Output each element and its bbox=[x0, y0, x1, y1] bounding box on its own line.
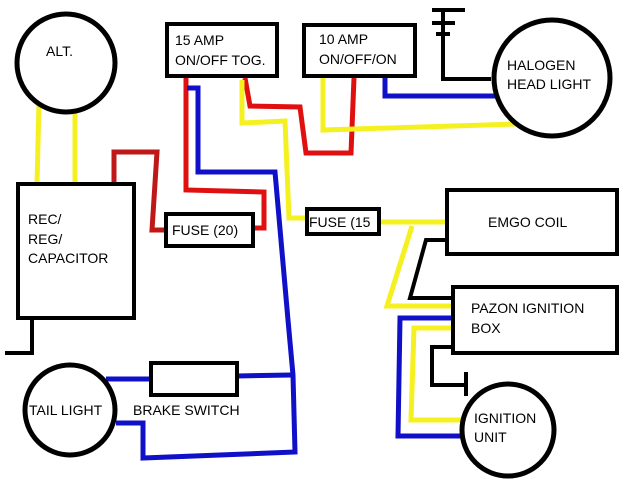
rec-reg-line3: CAPACITOR bbox=[28, 250, 108, 266]
toggle-15-amp: 15 AMP ON/OFF TOG. bbox=[165, 22, 279, 78]
rec-reg-line2: REG/ bbox=[28, 231, 62, 247]
tail-light-label: TAIL LIGHT bbox=[29, 402, 103, 418]
headlight-line2: HEAD LIGHT bbox=[507, 76, 591, 92]
wire-coil-to-pazon bbox=[407, 238, 455, 300]
toggle-15-line1: 15 AMP bbox=[175, 32, 224, 48]
wire-pazon-to-ignition-blue bbox=[395, 315, 464, 439]
wire-pazon-to-ignition-yellow bbox=[408, 325, 464, 423]
fuse-15-label: FUSE (15 bbox=[309, 214, 371, 230]
wire-brake-switch-right bbox=[236, 372, 292, 379]
wire-toggle-to-taillight bbox=[116, 85, 298, 461]
switch-10-amp: 10 AMP ON/OFF/ON bbox=[302, 23, 417, 78]
ignition-unit: IGNITION UNIT bbox=[459, 381, 557, 479]
wire-fuse20-to-toggle bbox=[183, 78, 267, 231]
toggle-15-line2: ON/OFF TOG. bbox=[175, 52, 266, 68]
fuse-20: FUSE (20) bbox=[164, 212, 255, 248]
wire-switch10-to-headlight-blue bbox=[382, 78, 497, 99]
alternator-label: ALT. bbox=[46, 43, 73, 59]
pazon-line1: PAZON IGNITION bbox=[471, 300, 584, 316]
pazon-line2: BOX bbox=[471, 320, 501, 336]
rectifier-regulator: REC/ REG/ CAPACITOR bbox=[16, 182, 136, 320]
emgo-coil-label: EMGO COIL bbox=[488, 214, 568, 230]
tail-light: TAIL LIGHT bbox=[22, 362, 118, 458]
emgo-coil: EMGO COIL bbox=[445, 188, 619, 256]
pazon-ignition-box: PAZON IGNITION BOX bbox=[451, 285, 619, 355]
wire-rec-ground bbox=[5, 318, 34, 355]
wire-switch10-to-headlight-yellow bbox=[320, 78, 518, 133]
wire-rec-to-fuse20 bbox=[111, 149, 166, 233]
switch-10-line1: 10 AMP bbox=[319, 31, 368, 47]
wire-toggle-to-switch10 bbox=[242, 77, 357, 156]
ignition-unit-line1: IGNITION bbox=[474, 410, 536, 426]
headlight-line1: HALOGEN bbox=[507, 57, 575, 73]
halogen-headlight: HALOGEN HEAD LIGHT bbox=[491, 17, 613, 139]
rec-reg-line1: REC/ bbox=[28, 211, 62, 227]
wire-headlight-ground bbox=[441, 10, 491, 81]
alternator: ALT. bbox=[14, 11, 118, 115]
brake-switch-label: BRAKE SWITCH bbox=[133, 402, 240, 418]
fuse-15: FUSE (15 bbox=[305, 207, 381, 236]
switch-10-line2: ON/OFF/ON bbox=[319, 51, 397, 67]
fuse-20-label: FUSE (20) bbox=[172, 222, 238, 238]
wire-toggle-to-fuse15 bbox=[239, 80, 308, 221]
ignition-unit-line2: UNIT bbox=[474, 429, 507, 445]
wire-fuse15-to-pazon bbox=[383, 225, 455, 309]
wire-alt-to-rec-1 bbox=[34, 103, 42, 184]
brake-switch: BRAKE SWITCH bbox=[133, 361, 240, 418]
wire-pazon-ground bbox=[430, 345, 466, 387]
